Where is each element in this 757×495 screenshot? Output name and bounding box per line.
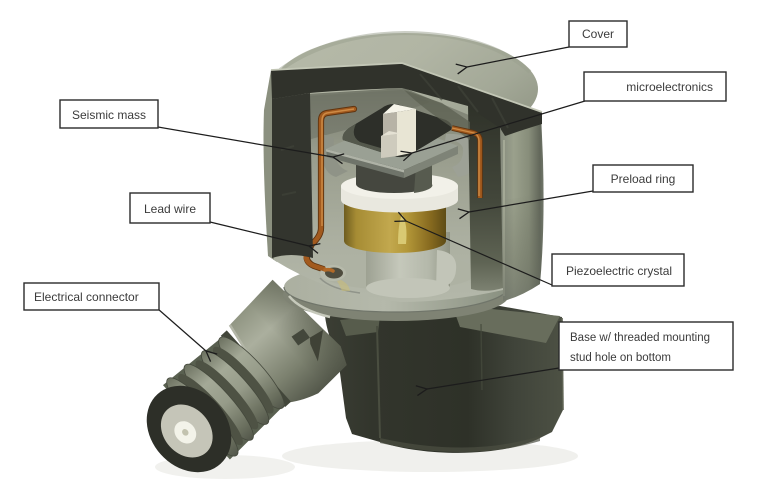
svg-text:Preload ring: Preload ring bbox=[611, 172, 676, 186]
svg-text:Cover: Cover bbox=[582, 27, 614, 41]
svg-text:stud hole on bottom: stud hole on bottom bbox=[570, 352, 671, 364]
svg-text:microelectronics: microelectronics bbox=[626, 80, 713, 94]
svg-text:Base w/ threaded mounting: Base w/ threaded mounting bbox=[570, 332, 710, 344]
svg-text:Piezoelectric crystal: Piezoelectric crystal bbox=[566, 264, 672, 278]
svg-text:Seismic mass: Seismic mass bbox=[72, 108, 146, 122]
svg-text:Electrical connector: Electrical connector bbox=[34, 290, 139, 304]
svg-text:Lead wire: Lead wire bbox=[144, 202, 196, 216]
